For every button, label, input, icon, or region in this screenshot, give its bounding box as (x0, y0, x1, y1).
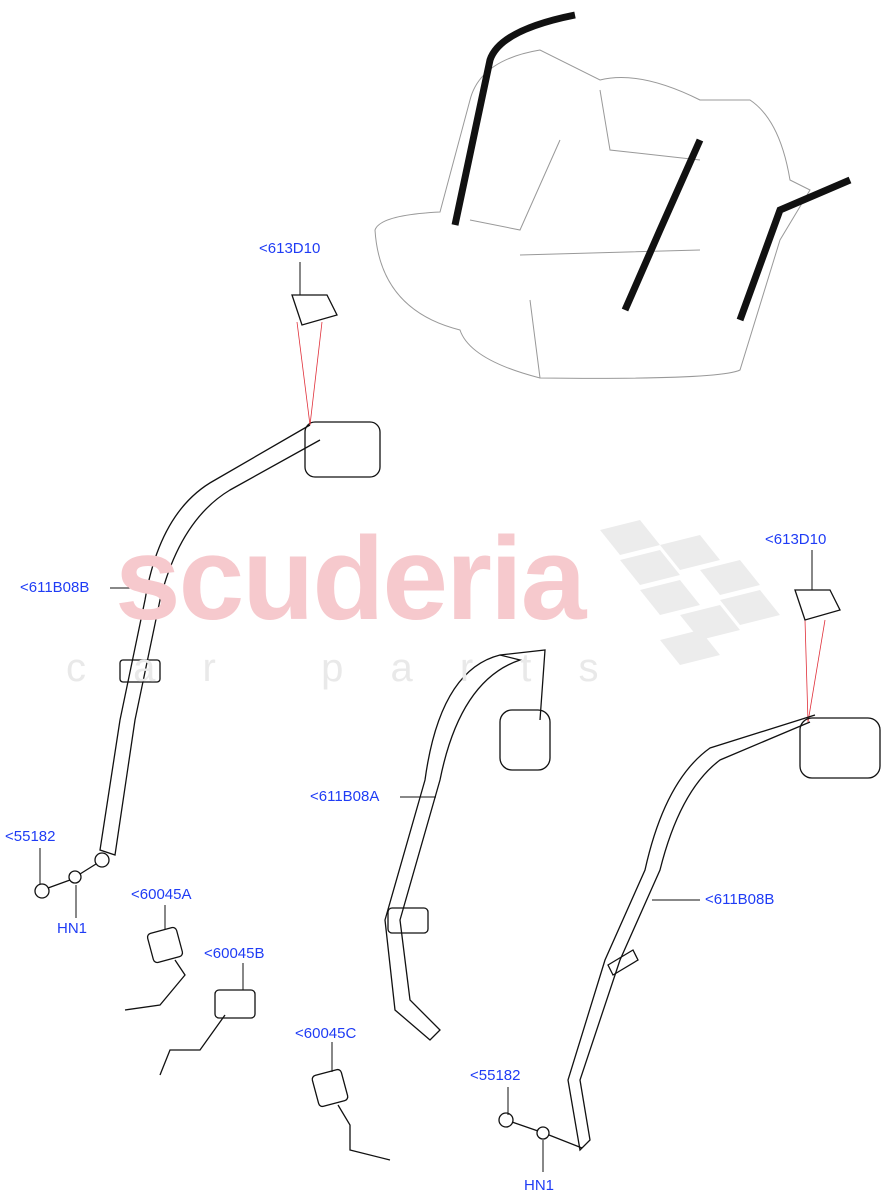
callout-613D10-right[interactable]: <613D10 (765, 531, 827, 548)
seat-belts-installed (451, 11, 852, 322)
callout-611B08A[interactable]: <611B08A (310, 788, 380, 805)
callout-HN1-left[interactable]: HN1 (57, 920, 88, 937)
buckles (124, 926, 391, 1161)
leader-lines (39, 262, 813, 1172)
checker-watermark (600, 520, 780, 665)
callout-60045B[interactable]: <60045B (204, 945, 265, 962)
watermark-tagline: c a r p a r t s (66, 646, 617, 690)
right-belt-611B08B (498, 589, 881, 1152)
guide-lines (296, 321, 826, 723)
rear-seat (374, 49, 811, 379)
callout-55182-right[interactable]: <55182 (470, 1067, 521, 1084)
callout-613D10-left[interactable]: <613D10 (259, 240, 321, 257)
callout-HN1-right[interactable]: HN1 (524, 1177, 555, 1194)
callout-611B08B-right[interactable]: <611B08B (705, 891, 775, 908)
left-belt-611B08B (34, 294, 381, 899)
callout-55182-left[interactable]: <55182 (5, 828, 56, 845)
callout-60045C[interactable]: <60045C (295, 1025, 357, 1042)
middle-belt-611B08A (384, 649, 551, 1041)
callout-60045A[interactable]: <60045A (131, 886, 192, 903)
callout-611B08B-left[interactable]: <611B08B (20, 579, 90, 596)
watermark-brand: scuderia (115, 513, 586, 645)
